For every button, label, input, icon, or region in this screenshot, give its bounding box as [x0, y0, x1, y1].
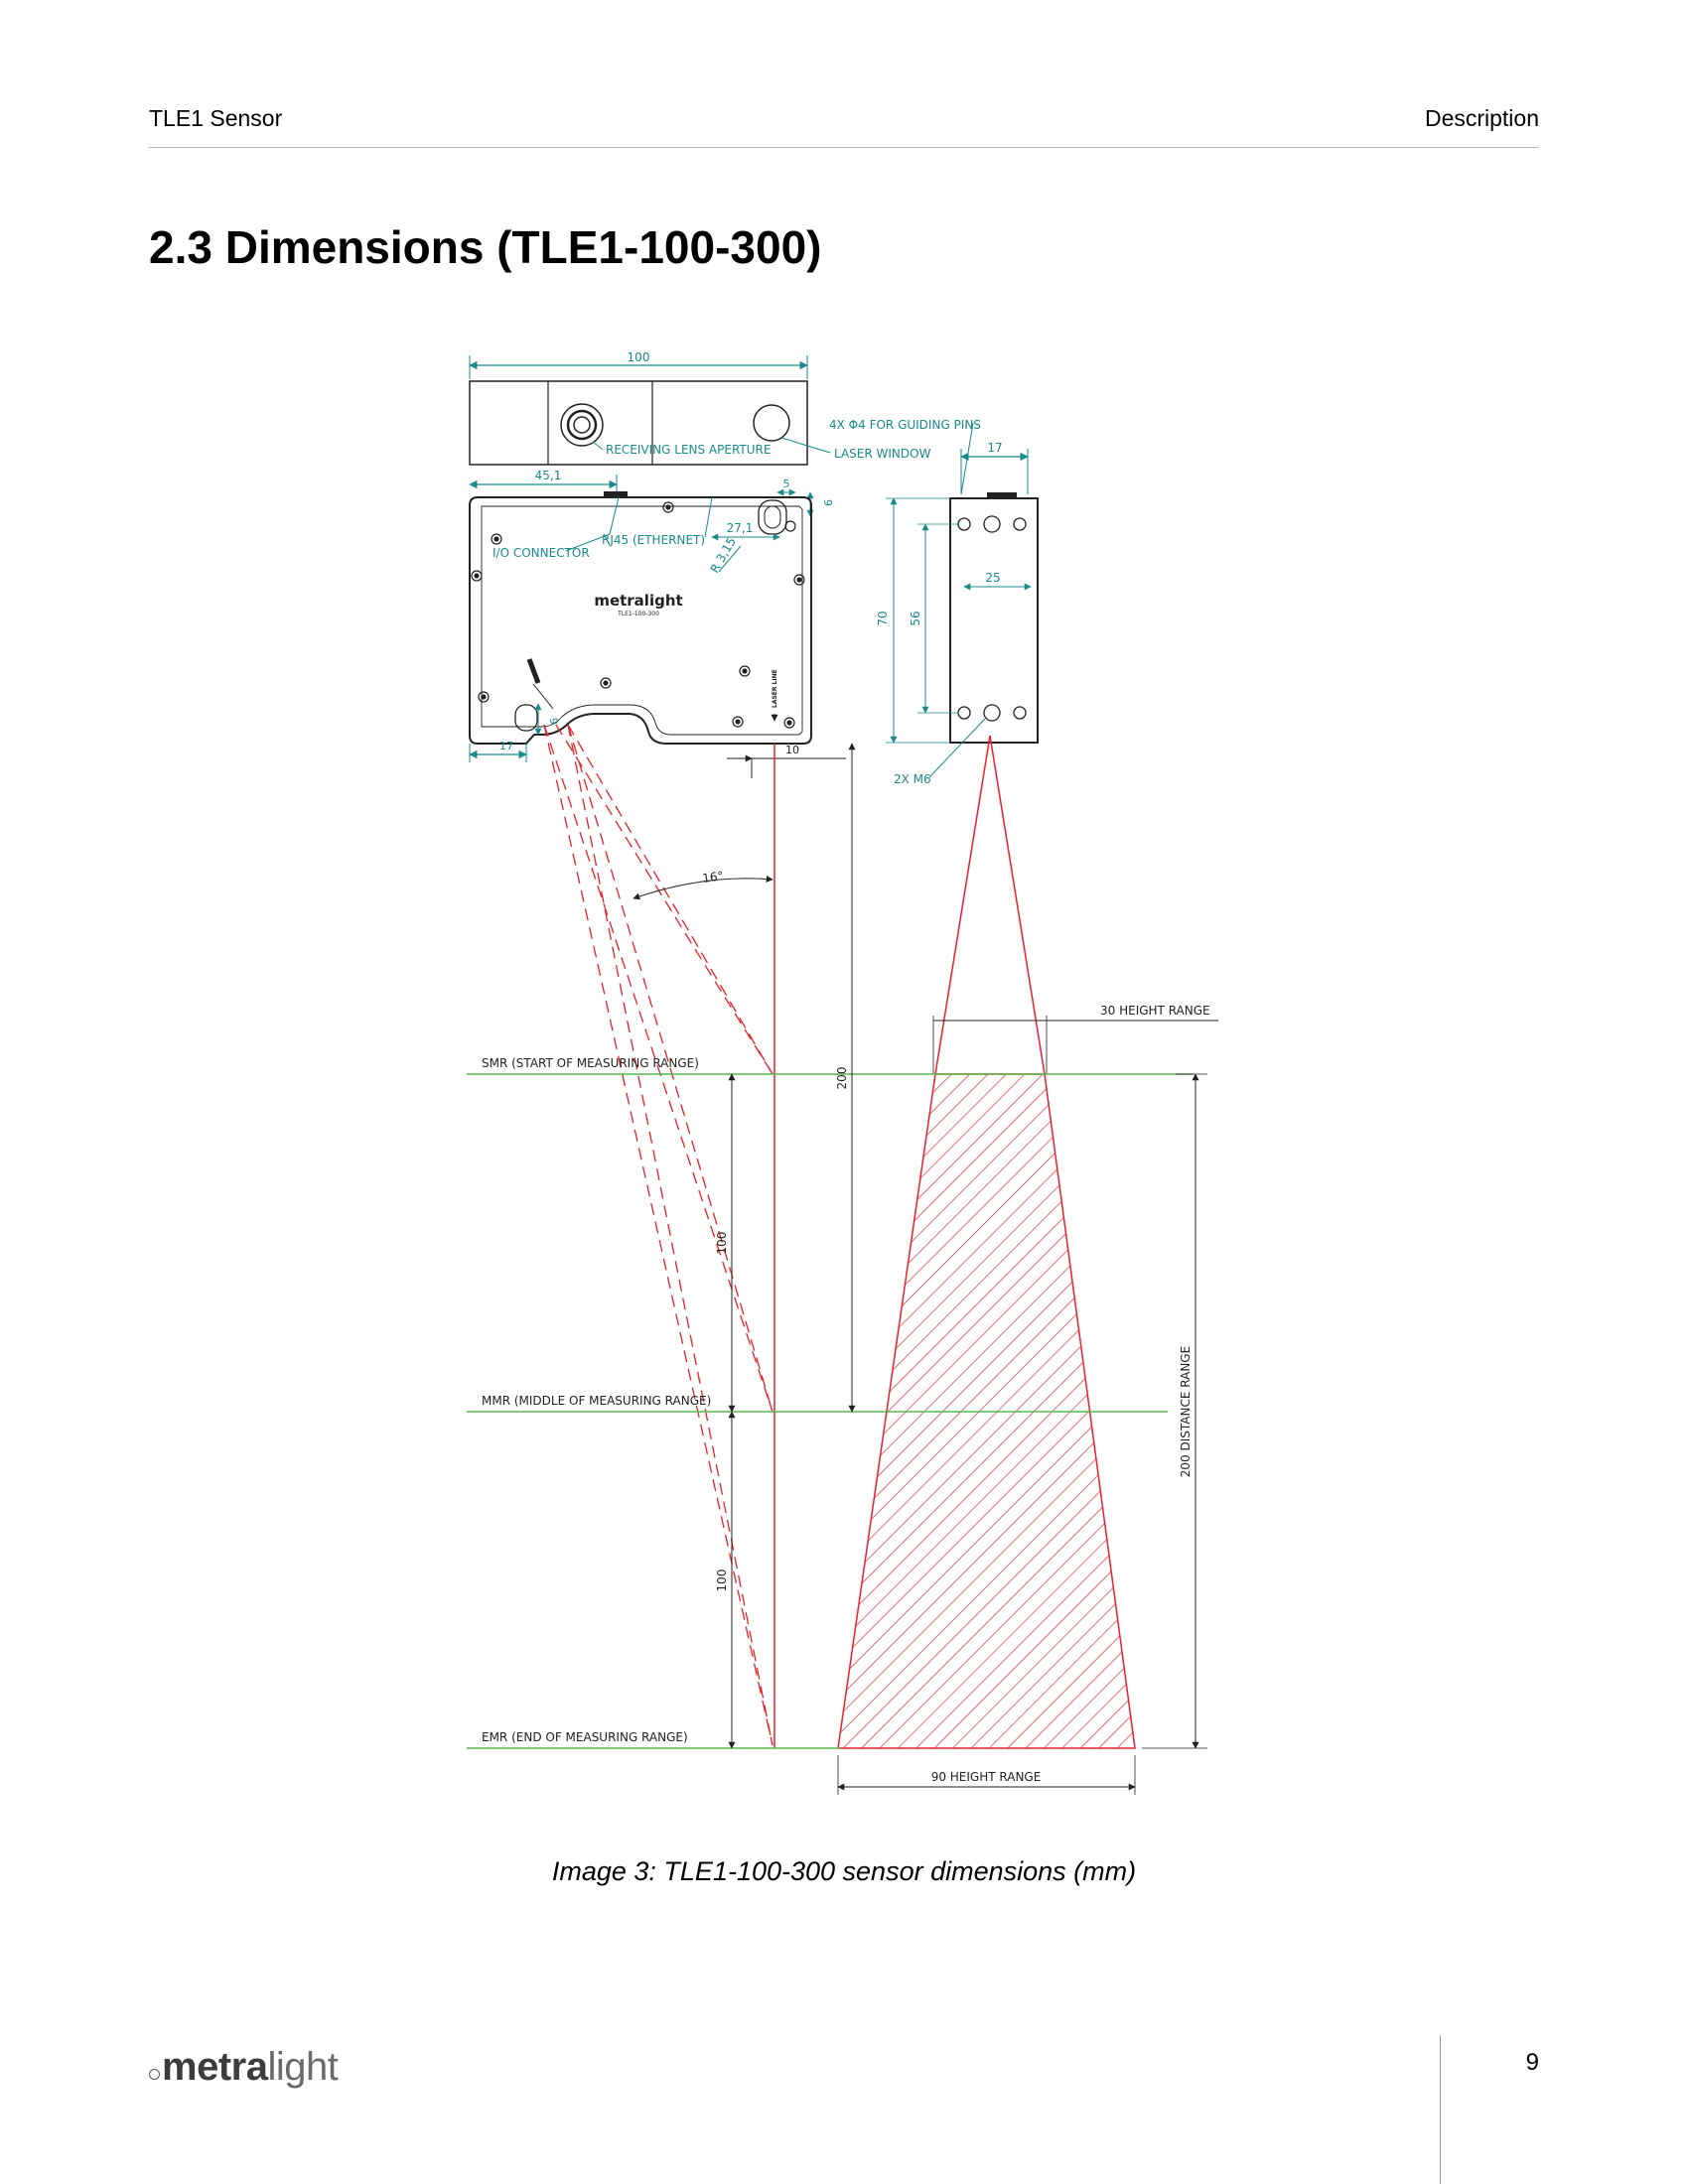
- dimension-drawing: 100 RECEIVING LENS APERTURE LASER WINDOW…: [467, 350, 1218, 1795]
- dim-70-label: 70: [876, 611, 890, 625]
- dim-5-label: 5: [783, 478, 790, 490]
- distance-range-label: 200 DISTANCE RANGE: [1179, 1346, 1193, 1477]
- housing-screws: [471, 501, 805, 729]
- dim-100-upper-label: 100: [715, 1232, 729, 1255]
- page-number: 9: [1525, 2049, 1539, 2076]
- header-section-name: Description: [1424, 105, 1539, 131]
- dim-17-side-label: 17: [987, 441, 1002, 455]
- receiving-lens-aperture: [560, 403, 604, 447]
- footer-logo: metralight: [149, 2045, 339, 2090]
- dim-200-label: 200: [835, 1067, 849, 1090]
- dim-45-1-label: 45,1: [535, 469, 562, 482]
- smr-label: SMR (START OF MEASURING RANGE): [482, 1056, 699, 1070]
- front-view: 45,1 5 6 metralight TLE1-100-300 LASER L…: [469, 469, 846, 778]
- dim-56-label: 56: [909, 611, 922, 625]
- laser-geometry: 16° 30 HEIGHT RANGE SMR (START OF MEASUR…: [467, 724, 1218, 1795]
- emr-label: EMR (END OF MEASURING RANGE): [482, 1730, 688, 1744]
- dim-100-top-label: 100: [628, 350, 650, 364]
- sensor-housing-outline: [469, 496, 812, 745]
- header-divider: [149, 147, 1539, 148]
- dim-6-bottom-label: 6: [548, 718, 561, 725]
- logo-text-light: light: [267, 2045, 339, 2089]
- dim-27-1-label: 27,1: [727, 521, 754, 535]
- height-30-label: 30 HEIGHT RANGE: [1100, 1004, 1210, 1018]
- laser-line-label: LASER LINE: [772, 669, 778, 708]
- mmr-label: MMR (MIDDLE OF MEASURING RANGE): [482, 1394, 711, 1408]
- height-90-label: 90 HEIGHT RANGE: [931, 1770, 1042, 1784]
- dim-25-label: 25: [985, 571, 1000, 585]
- dim-17-bottom-label: 17: [499, 740, 513, 752]
- reception-lines: [543, 724, 774, 1746]
- radius-label: R 3,15: [707, 535, 739, 576]
- housing-logo-text: metralight: [594, 592, 682, 610]
- angle-16-label: 16°: [701, 869, 724, 886]
- io-connector-label: I/O CONNECTOR: [492, 546, 590, 560]
- guiding-pins-label: 4X Φ4 FOR GUIDING PINS: [829, 418, 981, 432]
- receiving-lens-label: RECEIVING LENS APERTURE: [606, 443, 771, 457]
- laser-window: [753, 404, 790, 442]
- dim-6-top-label: 6: [822, 499, 835, 506]
- side-housing-outline: [949, 497, 1039, 744]
- figure-caption: Image 3: TLE1-100-300 sensor dimensions …: [551, 1856, 1137, 1886]
- dim-100-lower-label: 100: [715, 1570, 729, 1592]
- laser-window-label: LASER WINDOW: [834, 447, 931, 461]
- rj45-label: RJ45 (ETHERNET): [602, 533, 705, 547]
- header-document-title: TLE1 Sensor: [149, 105, 283, 131]
- housing-model-text: TLE1-100-300: [617, 611, 659, 617]
- m6-label: 2X M6: [894, 772, 931, 786]
- dim-10-label: 10: [785, 744, 799, 756]
- section-title: 2.3 Dimensions (TLE1-100-300): [149, 221, 822, 273]
- logo-text-bold: metra: [162, 2045, 268, 2089]
- logo-dot-icon: [149, 2069, 160, 2080]
- top-view: 100 RECEIVING LENS APERTURE LASER WINDOW: [469, 350, 931, 466]
- side-view: 17 25 70 56 2X M6: [876, 441, 1039, 786]
- footer-divider: [1440, 2035, 1441, 2184]
